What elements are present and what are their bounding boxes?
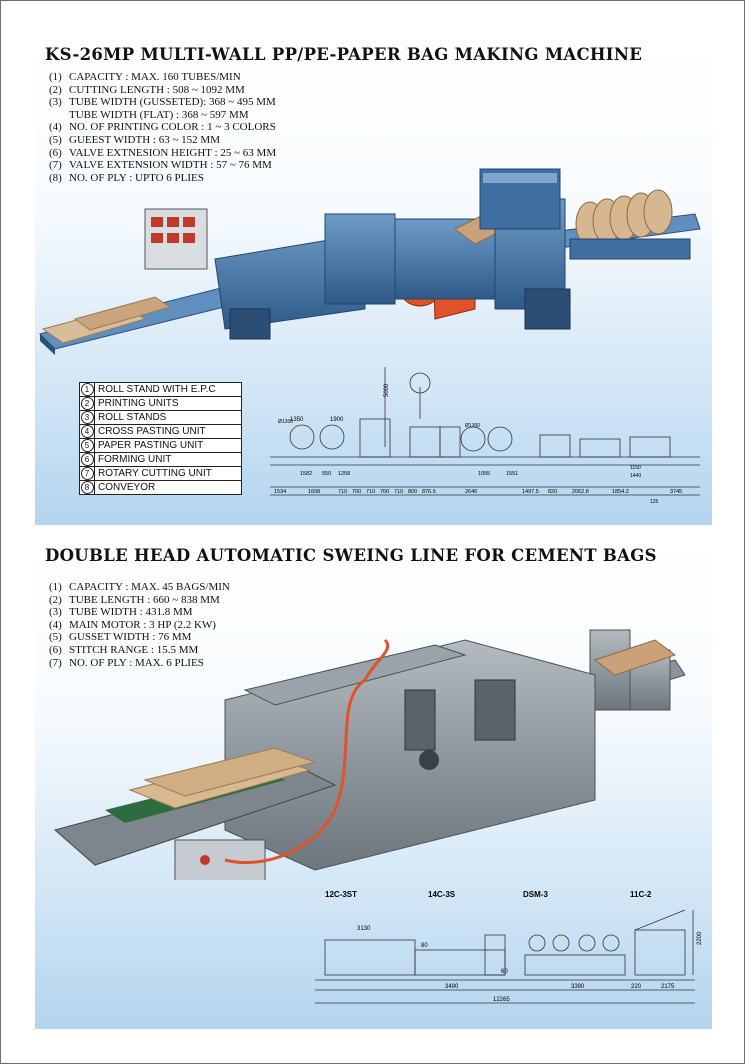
spec-item: (3)TUBE WIDTH (GUSSETED): 368 ~ 495 MM	[49, 96, 276, 109]
dim-label: 1440	[630, 473, 641, 479]
machine2-panel: DOUBLE HEAD AUTOMATIC SWEING LINE FOR CE…	[35, 540, 712, 1029]
dim-label: 1258	[338, 471, 350, 477]
dim-label: 1497.5	[522, 489, 539, 495]
dim-label: 700	[352, 489, 361, 495]
dim-label: 550	[322, 471, 331, 477]
dim-label: 1900	[330, 417, 344, 423]
machine2-layout-drawing: 12C-3ST 14C-3S DSM-3 11C-2 3130 80 60	[315, 890, 703, 1004]
dim-label: 2062.8	[572, 489, 589, 495]
spec-item: (7)VALVE EXTENSION WIDTH : 57 ~ 76 MM	[49, 159, 272, 172]
machine1-title: KS-26MP MULTI-WALL PP/PE-PAPER BAG MAKIN…	[45, 45, 643, 64]
dim-label: 710	[366, 489, 375, 495]
machine1-panel: KS-26MP MULTI-WALL PP/PE-PAPER BAG MAKIN…	[35, 39, 712, 525]
unit-label: 11C-2	[630, 890, 652, 899]
machine1-layout-drawing: 5000 1350 1900 Ø1300 Ø1300 1582 550 1258…	[270, 367, 700, 505]
dim-label: 820	[548, 489, 557, 495]
dim-label: 1854.2	[612, 489, 629, 495]
dim-label: 1055	[478, 471, 490, 477]
machine1-spec-list: (1)CAPACITY : MAX. 160 TUBES/MIN (2)CUTT…	[49, 71, 276, 184]
spec-item: (4)NO. OF PRINTING COLOR : 1 ~ 3 COLORS	[49, 121, 276, 134]
dim-label: 3390	[571, 984, 585, 990]
dim-label: 1150	[630, 465, 641, 471]
dim-label: 2200	[697, 931, 703, 945]
dim-label: 710	[338, 489, 347, 495]
dim-label: 876.5	[422, 489, 436, 495]
dim-height: 5000	[384, 383, 390, 397]
dim-label: 2175	[661, 984, 675, 990]
dim-label: 3130	[357, 926, 371, 932]
dim-label: 1608	[308, 489, 320, 495]
spec-item: TUBE WIDTH (FLAT) : 368 ~ 597 MM	[69, 108, 249, 121]
dim-label: Ø1300	[465, 423, 480, 429]
unit-label: DSM-3	[523, 890, 548, 899]
sewing-line-photo	[53, 629, 686, 880]
machine2-title: DOUBLE HEAD AUTOMATIC SWEING LINE FOR CE…	[45, 546, 657, 565]
spec-item: (5)GUEEST WIDTH : 63 ~ 152 MM	[49, 133, 220, 146]
dim-label: 710	[394, 489, 403, 495]
dim-label: 80	[421, 943, 428, 949]
spec-item: (7)NO. OF PLY : MAX. 6 PLIES	[49, 656, 204, 669]
dim-label: 800	[408, 489, 417, 495]
spec-item: (1)CAPACITY : MAX. 160 TUBES/MIN	[49, 71, 241, 83]
dim-label: 60	[501, 969, 508, 975]
spec-item: (1)CAPACITY : MAX. 45 BAGS/MIN	[49, 581, 230, 593]
dim-label: 700	[380, 489, 389, 495]
dim-label: Ø1300	[278, 419, 293, 425]
unit-label: 14C-3S	[428, 890, 456, 899]
dim-label: 1551	[506, 471, 518, 477]
dim-label: 12265	[493, 997, 510, 1003]
spec-item: (4)MAIN MOTOR : 3 HP (2.2 KW)	[49, 618, 216, 631]
unit-label: 12C-3ST	[325, 890, 357, 899]
spec-item: (6)STITCH RANGE : 15.5 MM	[49, 643, 199, 656]
spec-item: (2)CUTTING LENGTH : 508 ~ 1092 MM	[49, 83, 245, 96]
spec-item: (3)TUBE WIDTH : 431.8 MM	[49, 606, 193, 619]
spec-item: (8)NO. OF PLY : UPTO 6 PLIES	[49, 171, 204, 184]
dim-label: 220	[631, 984, 642, 990]
machine2-spec-list: (1)CAPACITY : MAX. 45 BAGS/MIN (2)TUBE L…	[49, 581, 230, 669]
spec-item: (5)GUSSET WIDTH : 76 MM	[49, 631, 192, 644]
bag-making-machine-photo	[39, 168, 701, 355]
dim-label: 3490	[445, 984, 459, 990]
dim-label: 1534	[274, 489, 286, 495]
dim-label: 125	[650, 499, 659, 505]
dim-label: 1350	[290, 417, 304, 423]
dim-label: 3745	[670, 489, 682, 495]
spec-item: (2)TUBE LENGTH : 660 ~ 838 MM	[49, 593, 220, 606]
spec-item: (6)VALVE EXTNESION HEIGHT : 25 ~ 63 MM	[49, 146, 277, 159]
dim-label: 2646	[465, 489, 477, 495]
dim-label: 1582	[300, 471, 312, 477]
